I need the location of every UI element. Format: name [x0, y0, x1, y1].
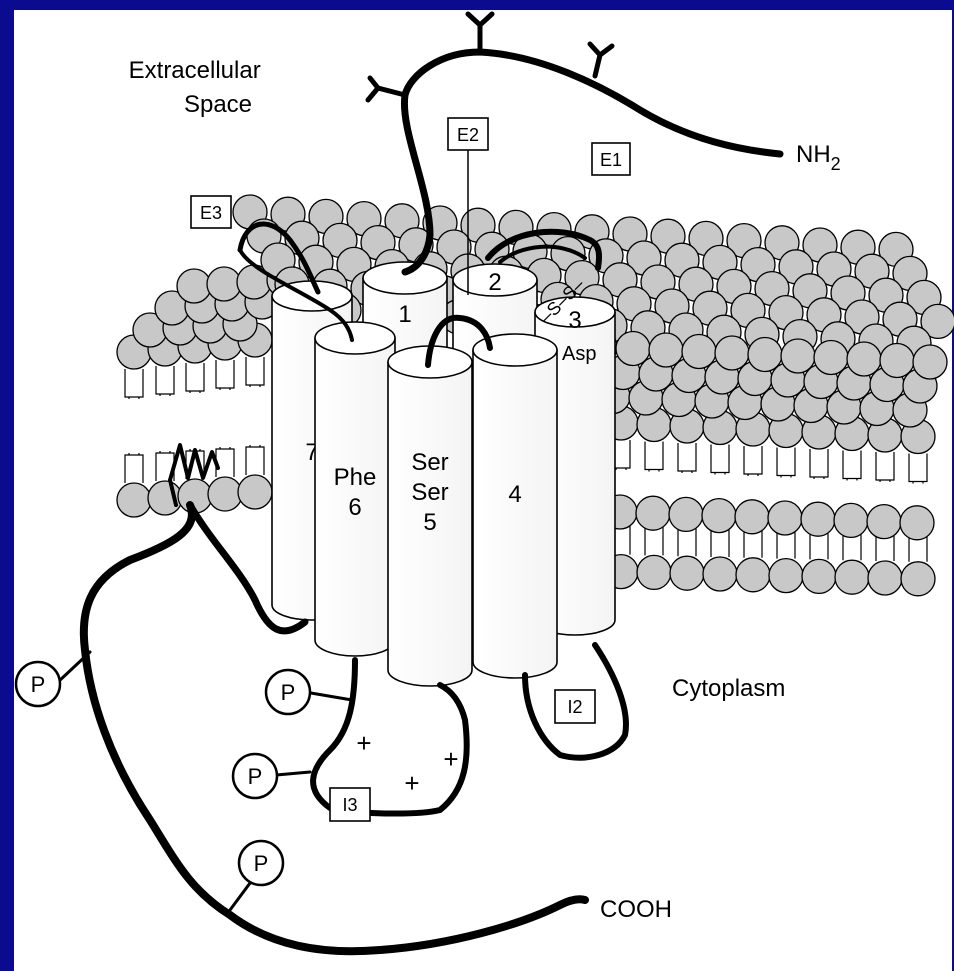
phosphate-group-3: P	[233, 754, 277, 798]
lipid-head	[715, 336, 749, 370]
loop-label-e3: E3	[191, 196, 231, 228]
lipid-head	[682, 335, 716, 369]
asp-label: Asp	[562, 343, 596, 365]
lipid-head	[702, 499, 736, 533]
lipid-head	[768, 501, 802, 535]
helix-4: 4	[473, 334, 557, 678]
loop-label-i2: I2	[555, 690, 595, 723]
lipid-head	[867, 505, 901, 539]
helix-label: 3	[568, 307, 581, 334]
lipid-head	[847, 342, 881, 376]
lipid-head	[207, 267, 241, 301]
helix-label: Phe	[334, 464, 377, 491]
phosphate-label: P	[248, 764, 263, 789]
lipid-head	[616, 332, 650, 366]
lipid-head	[636, 496, 670, 530]
lipid-head	[177, 269, 211, 303]
e2-text: E2	[457, 125, 479, 145]
lipid-head	[913, 345, 947, 379]
lipid-head	[834, 503, 868, 537]
cooh-label: COOH	[600, 896, 672, 923]
phosphate-label: P	[281, 680, 296, 705]
helix-label: 5	[423, 509, 436, 536]
lipid-head	[735, 500, 769, 534]
i2-text: I2	[567, 697, 582, 717]
phosphate-group-1: P	[16, 662, 60, 706]
e1-text: E1	[600, 150, 622, 170]
i3-text: I3	[342, 795, 357, 815]
phosphate-group-2: P	[266, 670, 310, 714]
helix-label: 4	[508, 481, 521, 508]
helix-6: Phe 6	[315, 322, 395, 656]
lipid-head	[814, 341, 848, 375]
lipid-head	[781, 339, 815, 373]
helix-label: 6	[348, 494, 361, 521]
lipid-head	[669, 497, 703, 531]
helix-label: Ser	[411, 479, 448, 506]
helix-label: Ser	[411, 449, 448, 476]
cytoplasm-label: Cytoplasm	[672, 675, 785, 702]
positive-charge-3: +	[443, 744, 458, 774]
lipid-head	[801, 502, 835, 536]
phosphate-group-4: P	[239, 841, 283, 885]
lipid-head	[748, 338, 782, 372]
lipid-head	[900, 506, 934, 540]
lipid-head	[649, 333, 683, 367]
loop-label-e1: E1	[592, 143, 630, 175]
loop-label-i3: I3	[330, 788, 370, 821]
helix-label: 1	[398, 301, 411, 328]
phosphate-label: P	[254, 851, 269, 876]
e3-text: E3	[200, 203, 222, 223]
lipid-head	[880, 344, 914, 378]
positive-charge-1: +	[356, 728, 371, 758]
positive-charge-2: +	[404, 768, 419, 798]
helix-label: 2	[488, 269, 501, 296]
phosphate-label: P	[31, 672, 46, 697]
